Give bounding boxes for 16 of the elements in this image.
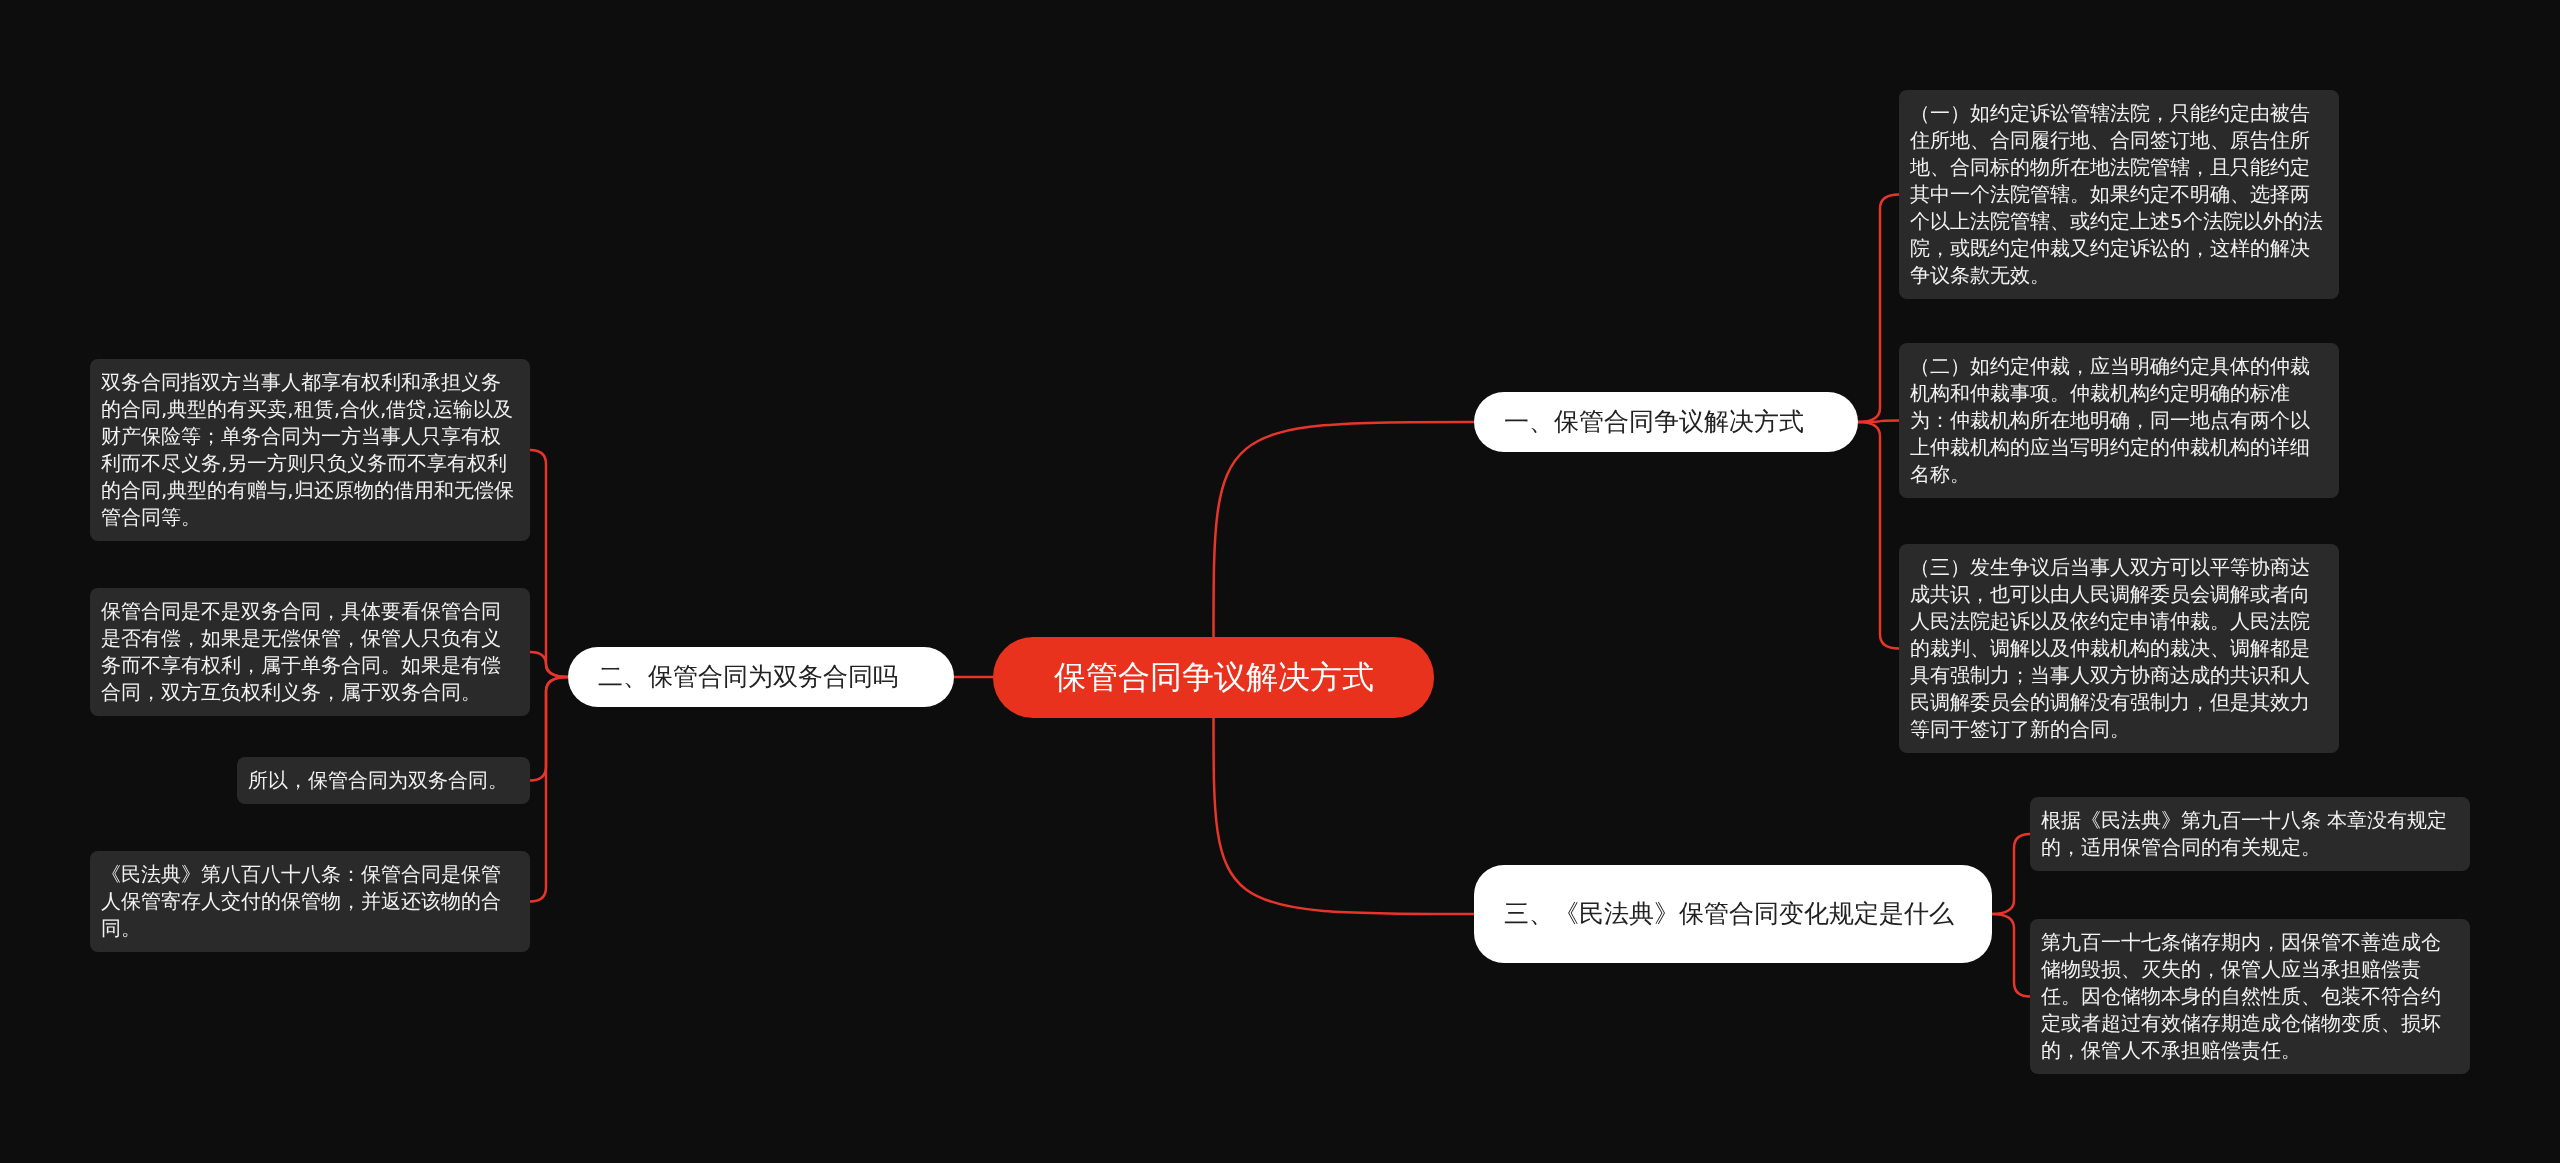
text-card: （三）发生争议后当事人双方可以平等协商达成共识，也可以由人民调解委员会调解或者向人民法院起诉以及依约定申请仲裁。人民法院的裁判、调解以及仲裁机构的裁决、调解都是具有强制力；当事人双方协商达成的共识和人民调解委员会的调解没有强制力，但是其效力等同于签订了新的合同。 [1899, 544, 2339, 753]
topic-pill: 一、保管合同争议解决方式 [1474, 392, 1858, 452]
topic-pill: 二、保管合同为双务合同吗 [568, 647, 954, 707]
text-card: （二）如约定仲裁，应当明确约定具体的仲裁机构和仲裁事项。仲裁机构约定明确的标准为：仲裁机构所在地明确，同一地点有两个以上仲裁机构的应当写明约定的仲裁机构的详细名称。 [1899, 343, 2339, 498]
text-card: 所以，保管合同为双务合同。 [237, 757, 530, 804]
text-card: 双务合同指双方当事人都享有权利和承担义务的合同,典型的有买卖,租赁,合伙,借贷,运输以及财产保险等；单务合同为一方当事人只享有权利而不尽义务,另一方则只负义务而不享有权利的合同,典型的有赠与,归还原物的借用和无偿保管合同等。 [90, 359, 530, 541]
connector-line [1212, 420, 1474, 637]
text-card: （一）如约定诉讼管辖法院，只能约定由被告住所地、合同履行地、合同签订地、原告住所地、合同标的物所在地法院管辖，且只能约定其中一个法院管辖。如果约定不明确、选择两个以上法院管辖、或约定上述5个法院以外的法院，或既约定仲裁又约定诉讼的，这样的解决争议条款无效。 [1899, 90, 2339, 299]
text-card: 《民法典》第八百八十八条：保管合同是保管人保管寄存人交付的保管物，并返还该物的合同。 [90, 851, 530, 952]
text-card: 根据《民法典》第九百一十八条 本章没有规定的，适用保管合同的有关规定。 [2030, 797, 2470, 871]
connector-line [1212, 718, 1474, 916]
central-topic: 保管合同争议解决方式 [993, 637, 1434, 718]
topic-pill: 三、《民法典》保管合同变化规定是什么 [1474, 865, 1992, 963]
text-card: 保管合同是不是双务合同，具体要看保管合同是否有偿，如果是无偿保管，保管人只负有义务而不享有权利，属于单务合同。如果是有偿合同，双方互负权利义务，属于双务合同。 [90, 588, 530, 716]
text-card: 第九百一十七条储存期内，因保管不善造成仓储物毁损、灭失的，保管人应当承担赔偿责任。因仓储物本身的自然性质、包装不符合约定或者超过有效储存期造成仓储物变质、损坏的，保管人不承担赔偿责任。 [2030, 919, 2470, 1074]
connector-line [954, 675, 993, 679]
